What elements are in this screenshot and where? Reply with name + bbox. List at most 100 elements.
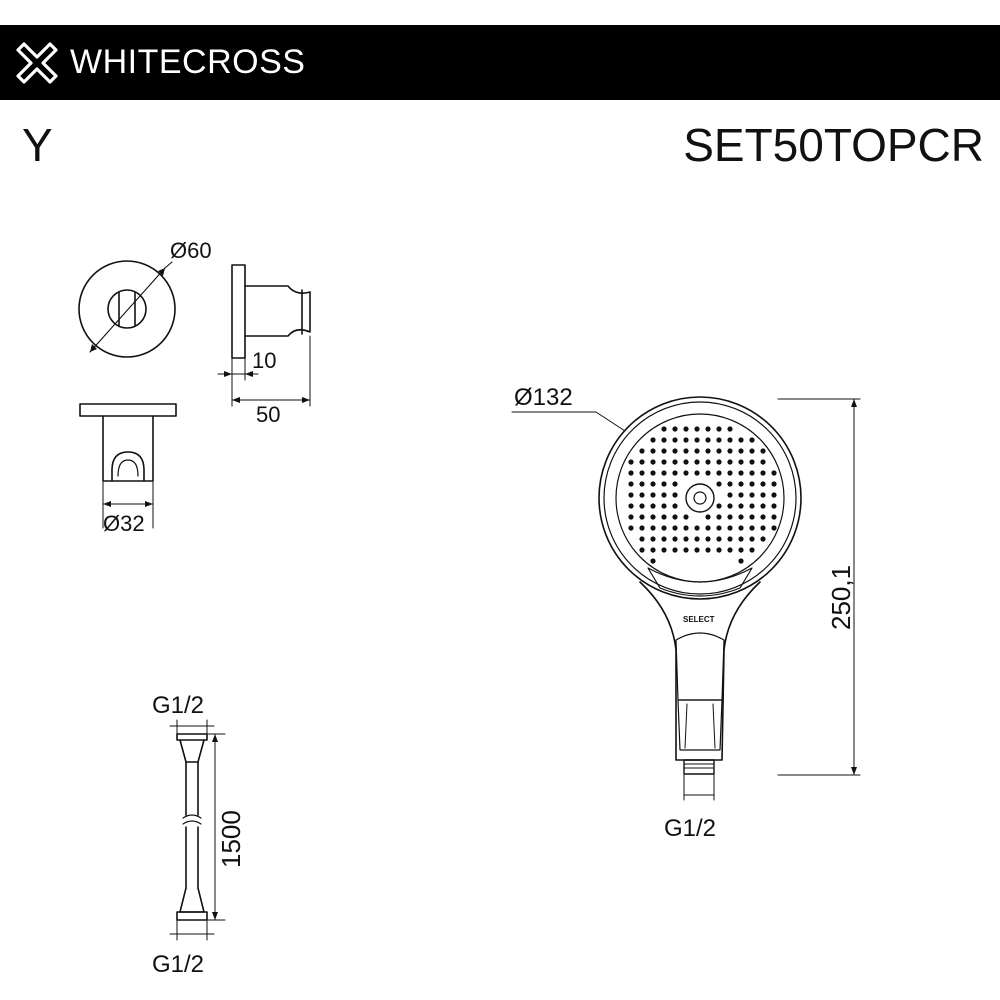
nozzle-dot bbox=[683, 459, 689, 465]
head-diameter-label: Ø132 bbox=[514, 384, 573, 411]
model-code: SET50TOPCR bbox=[683, 119, 984, 171]
nozzle-dot bbox=[683, 470, 689, 476]
nozzle-dot bbox=[738, 514, 744, 520]
nozzle-dot bbox=[650, 437, 656, 443]
nozzle-dot bbox=[639, 448, 645, 454]
hand-shower bbox=[511, 396, 861, 801]
nozzle-dot bbox=[639, 514, 645, 520]
nozzle-dot bbox=[727, 547, 733, 553]
nozzle-dot bbox=[760, 514, 766, 520]
nozzle-dot bbox=[683, 448, 689, 454]
nozzle-dot bbox=[771, 503, 777, 509]
spray-nozzles bbox=[628, 426, 777, 564]
nozzle-dot bbox=[749, 448, 755, 454]
hand-shower-height-label: 250,1 bbox=[826, 565, 856, 630]
nozzle-dot bbox=[705, 525, 711, 531]
nozzle-dot bbox=[705, 514, 711, 520]
nozzle-dot bbox=[738, 492, 744, 498]
holder-side-view bbox=[217, 264, 311, 407]
nozzle-dot bbox=[672, 492, 678, 498]
nozzle-dot bbox=[650, 547, 656, 553]
shower-hose bbox=[169, 719, 226, 941]
cross-knot-icon bbox=[16, 42, 58, 84]
nozzle-dot bbox=[650, 470, 656, 476]
nozzle-dot bbox=[727, 470, 733, 476]
nozzle-dot bbox=[683, 536, 689, 542]
nozzle-dot bbox=[738, 525, 744, 531]
holder-top-view bbox=[79, 403, 177, 529]
nozzle-dot bbox=[716, 514, 722, 520]
nozzle-dot bbox=[749, 470, 755, 476]
holder-front-view bbox=[78, 260, 176, 358]
nozzle-dot bbox=[672, 481, 678, 487]
nozzle-dot bbox=[760, 492, 766, 498]
hose-top-thread-label: G1/2 bbox=[152, 692, 204, 719]
nozzle-dot bbox=[760, 536, 766, 542]
nozzle-dot bbox=[760, 448, 766, 454]
nozzle-dot bbox=[661, 481, 667, 487]
nozzle-dot bbox=[716, 503, 722, 509]
nozzle-dot bbox=[661, 514, 667, 520]
nozzle-dot bbox=[749, 437, 755, 443]
nozzle-dot bbox=[661, 492, 667, 498]
nozzle-dot bbox=[639, 481, 645, 487]
nozzle-dot bbox=[716, 525, 722, 531]
nozzle-dot bbox=[760, 470, 766, 476]
nozzle-dot bbox=[749, 503, 755, 509]
nozzle-dot bbox=[727, 481, 733, 487]
nozzle-dot bbox=[639, 470, 645, 476]
nozzle-dot bbox=[771, 514, 777, 520]
nozzle-dot bbox=[727, 536, 733, 542]
nozzle-dot bbox=[639, 459, 645, 465]
nozzle-dot bbox=[727, 437, 733, 443]
nozzle-dot bbox=[672, 426, 678, 432]
nozzle-dot bbox=[771, 470, 777, 476]
nozzle-dot bbox=[683, 514, 689, 520]
nozzle-dot bbox=[694, 448, 700, 454]
nozzle-dot bbox=[760, 459, 766, 465]
brand-header: WHITECROSS bbox=[0, 25, 1000, 100]
nozzle-dot bbox=[694, 437, 700, 443]
nozzle-dot bbox=[727, 514, 733, 520]
nozzle-dot bbox=[738, 536, 744, 542]
select-button-label: SELECT bbox=[683, 615, 715, 624]
nozzle-dot bbox=[705, 426, 711, 432]
nozzle-dot bbox=[661, 503, 667, 509]
nozzle-dot bbox=[650, 459, 656, 465]
nozzle-dot bbox=[672, 503, 678, 509]
nozzle-dot bbox=[639, 525, 645, 531]
nozzle-dot bbox=[727, 492, 733, 498]
nozzle-dot bbox=[661, 426, 667, 432]
nozzle-dot bbox=[727, 525, 733, 531]
nozzle-dot bbox=[628, 492, 634, 498]
nozzle-dot bbox=[650, 525, 656, 531]
nozzle-dot bbox=[738, 558, 744, 564]
nozzle-dot bbox=[661, 470, 667, 476]
nozzle-dot bbox=[661, 547, 667, 553]
nozzle-dot bbox=[705, 459, 711, 465]
nozzle-dot bbox=[639, 503, 645, 509]
nozzle-dot bbox=[628, 525, 634, 531]
nozzle-dot bbox=[749, 547, 755, 553]
nozzle-dot bbox=[672, 459, 678, 465]
nozzle-dot bbox=[661, 459, 667, 465]
nozzle-dot bbox=[771, 481, 777, 487]
nozzle-dot bbox=[672, 525, 678, 531]
nozzle-dot bbox=[738, 448, 744, 454]
nozzle-dot bbox=[683, 547, 689, 553]
nozzle-dot bbox=[705, 470, 711, 476]
nozzle-dot bbox=[639, 547, 645, 553]
nozzle-dot bbox=[683, 426, 689, 432]
nozzle-dot bbox=[628, 503, 634, 509]
nozzle-dot bbox=[650, 503, 656, 509]
nozzle-dot bbox=[760, 481, 766, 487]
nozzle-dot bbox=[749, 525, 755, 531]
holder-depth-label: 10 bbox=[252, 348, 276, 373]
nozzle-dot bbox=[694, 525, 700, 531]
nozzle-dot bbox=[738, 459, 744, 465]
nozzle-dot bbox=[749, 492, 755, 498]
nozzle-dot bbox=[760, 525, 766, 531]
nozzle-dot bbox=[716, 448, 722, 454]
nozzle-dot bbox=[760, 503, 766, 509]
nozzle-dot bbox=[683, 437, 689, 443]
